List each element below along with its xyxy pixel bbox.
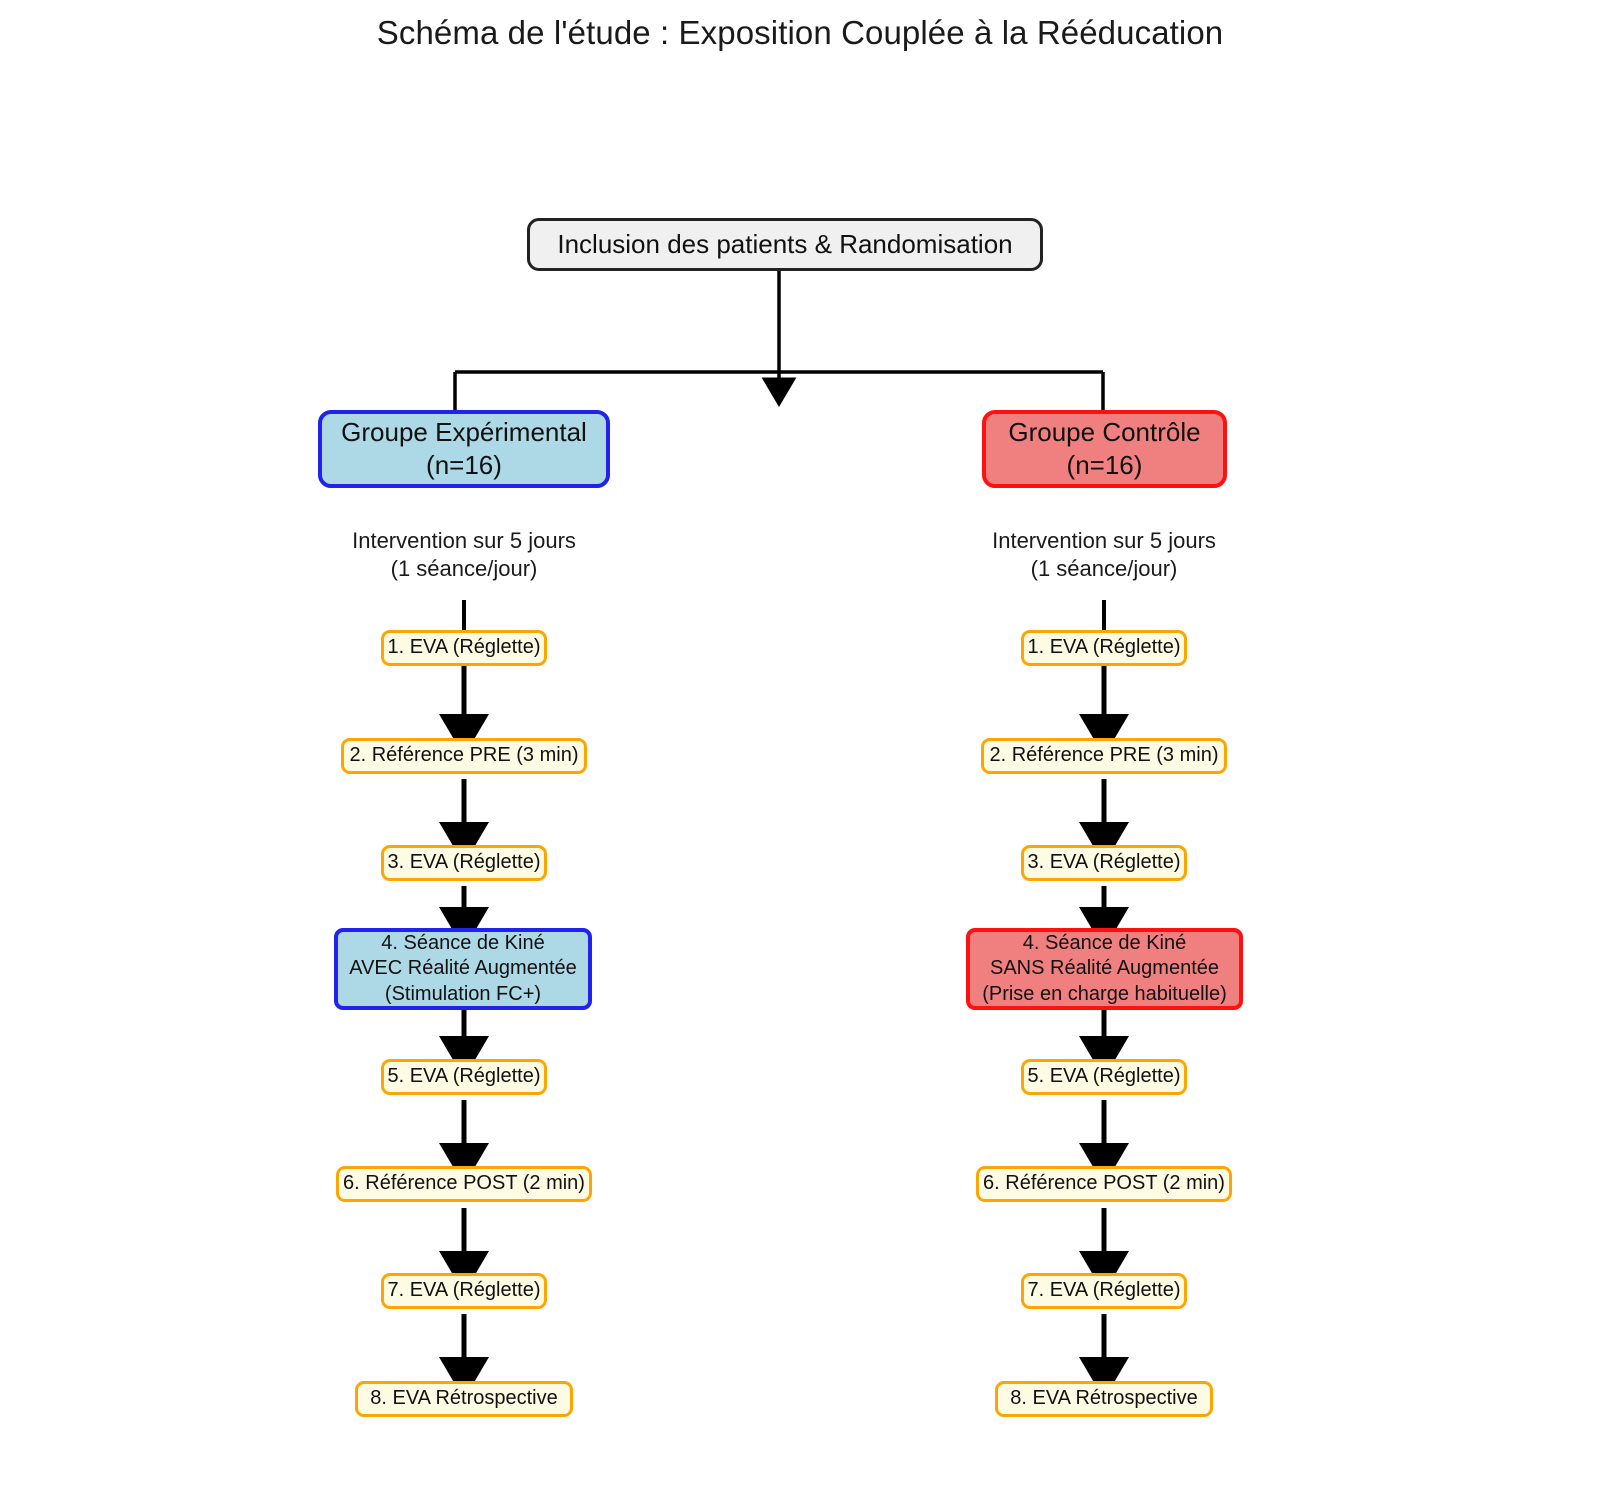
node-ctl-step-5[interactable]: 5. EVA (Réglette): [1021, 1059, 1187, 1095]
node-ctl-step-3[interactable]: 3. EVA (Réglette): [1021, 845, 1187, 881]
node-ctl-step-1[interactable]: 1. EVA (Réglette): [1021, 630, 1187, 666]
node-exp-step-6[interactable]: 6. Référence POST (2 min): [336, 1166, 592, 1202]
node-ctl-step-8[interactable]: 8. EVA Rétrospective: [995, 1381, 1213, 1417]
caption-control-intervention: Intervention sur 5 jours (1 séance/jour): [992, 527, 1216, 581]
node-ctl-step-4-session[interactable]: 4. Séance de Kiné SANS Réalité Augmentée…: [966, 928, 1243, 1010]
page-title: Schéma de l'étude : Exposition Couplée à…: [376, 14, 1224, 51]
node-exp-step-2[interactable]: 2. Référence PRE (3 min): [341, 738, 587, 774]
node-exp-step-4-session[interactable]: 4. Séance de Kiné AVEC Réalité Augmentée…: [334, 928, 592, 1010]
node-exp-step-7[interactable]: 7. EVA (Réglette): [381, 1273, 547, 1309]
node-exp-step-8[interactable]: 8. EVA Rétrospective: [355, 1381, 573, 1417]
node-inclusion-randomisation[interactable]: Inclusion des patients & Randomisation: [527, 218, 1043, 271]
node-group-experimental[interactable]: Groupe Expérimental (n=16): [318, 410, 610, 488]
caption-experimental-intervention: Intervention sur 5 jours (1 séance/jour): [352, 527, 576, 581]
node-ctl-step-2[interactable]: 2. Référence PRE (3 min): [981, 738, 1227, 774]
node-exp-step-1[interactable]: 1. EVA (Réglette): [381, 630, 547, 666]
node-exp-step-3[interactable]: 3. EVA (Réglette): [381, 845, 547, 881]
node-ctl-step-7[interactable]: 7. EVA (Réglette): [1021, 1273, 1187, 1309]
node-group-control[interactable]: Groupe Contrôle (n=16): [982, 410, 1227, 488]
node-exp-step-5[interactable]: 5. EVA (Réglette): [381, 1059, 547, 1095]
node-ctl-step-6[interactable]: 6. Référence POST (2 min): [976, 1166, 1232, 1202]
